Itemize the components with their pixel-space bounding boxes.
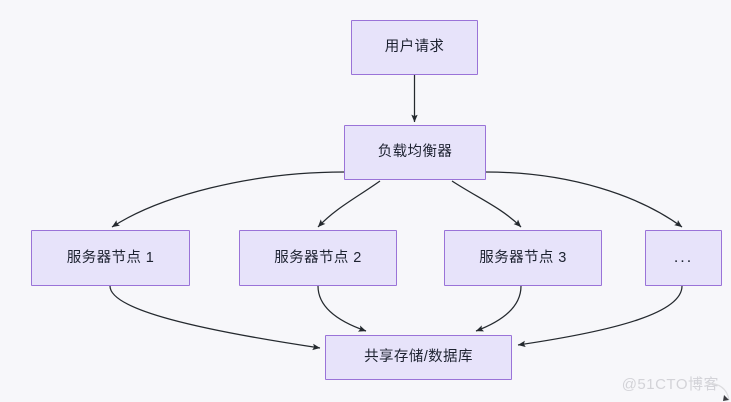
edge-load-balancer-to-server-1 <box>111 171 345 228</box>
node-server-3-label: 服务器节点 3 <box>479 249 567 266</box>
edge-load-balancer-to-server-2 <box>317 180 381 228</box>
node-shared-storage[interactable]: 共享存储/数据库 <box>325 335 512 380</box>
edge-server-2-to-shared-storage <box>317 285 367 332</box>
watermark-text: @51CTO博客 <box>621 376 719 393</box>
node-shared-storage-label: 共享存储/数据库 <box>364 349 473 366</box>
node-server-1-label: 服务器节点 1 <box>66 249 155 266</box>
node-load-balancer[interactable]: 负载均衡器 <box>344 125 486 180</box>
node-server-2-label: 服务器节点 2 <box>274 249 362 266</box>
edge-server-1-to-shared-storage <box>109 285 321 351</box>
node-user-request-label: 用户请求 <box>384 39 445 56</box>
node-load-balancer-label: 负载均衡器 <box>377 144 453 161</box>
edge-server-3-to-shared-storage <box>475 285 522 332</box>
node-server-2[interactable]: 服务器节点 2 <box>239 230 397 286</box>
edge-server-more-to-shared-storage <box>517 285 683 348</box>
watermark-corner-mark <box>705 382 730 401</box>
node-server-more-label: ... <box>673 249 694 266</box>
node-server-3[interactable]: 服务器节点 3 <box>444 230 602 286</box>
node-user-request[interactable]: 用户请求 <box>351 20 478 75</box>
edge-load-balancer-to-server-3 <box>451 180 522 228</box>
node-server-1[interactable]: 服务器节点 1 <box>31 230 190 286</box>
node-server-more[interactable]: ... <box>645 230 722 286</box>
edge-load-balancer-to-server-more <box>485 171 683 228</box>
